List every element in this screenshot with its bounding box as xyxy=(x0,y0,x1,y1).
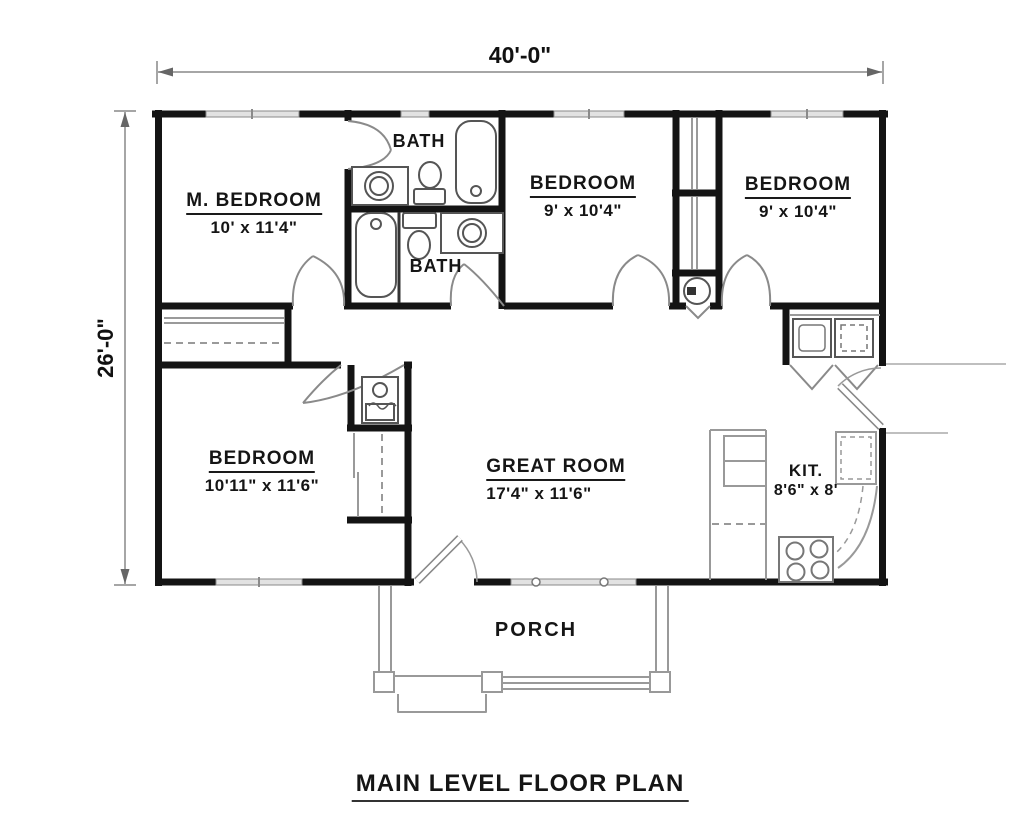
utility-sink-nook xyxy=(361,376,399,424)
water-heater xyxy=(683,277,711,305)
door-bedroom-2 xyxy=(611,254,671,307)
porch-structure xyxy=(373,586,671,713)
windows xyxy=(205,109,844,587)
dimension-height-label: 26'-0" xyxy=(93,318,118,378)
sink-bottom-bath xyxy=(440,212,504,254)
kitchen-fixtures xyxy=(709,429,878,583)
door-master-bedroom xyxy=(291,255,346,307)
window-master-top xyxy=(205,109,300,119)
exterior-walls xyxy=(152,110,888,586)
window-bed3-top xyxy=(770,109,844,119)
porch-post-left xyxy=(373,671,395,693)
plan-title: MAIN LEVEL FLOOR PLAN xyxy=(351,770,689,802)
window-greatroom-bottom xyxy=(510,577,637,587)
arrow-left-icon xyxy=(158,67,173,77)
closets xyxy=(164,118,698,517)
dimension-width-label: 40'-0" xyxy=(488,42,552,68)
room-label-bedroom-4: BEDROOM 10'11" x 11'6" xyxy=(204,448,320,495)
hall-closet xyxy=(164,317,284,344)
room-label-porch: PORCH xyxy=(494,619,578,641)
room-label-bath-top: BATH xyxy=(392,131,446,151)
side-door xyxy=(837,363,1006,434)
counter-curve xyxy=(837,485,878,569)
porch-post-middle xyxy=(481,671,503,693)
toilet-top-bath xyxy=(413,161,446,205)
room-label-great-room: GREAT ROOM 17'4" x 11'6" xyxy=(486,456,626,503)
room-label-bedroom-2: BEDROOM 9' x 10'4" xyxy=(529,173,637,220)
door-hall-bath xyxy=(449,263,505,307)
bathtub-bottom xyxy=(355,212,397,298)
water-heater-closet-door xyxy=(685,305,711,320)
window-bath-top xyxy=(400,110,430,118)
door-bedroom-4 xyxy=(302,364,405,404)
porch-steps xyxy=(397,694,487,713)
arrow-right-icon xyxy=(867,67,882,77)
window-bed2-top xyxy=(553,109,625,119)
bath-fixtures xyxy=(351,120,504,298)
arrow-up-icon xyxy=(120,112,130,127)
window-bed4-bottom xyxy=(215,577,303,587)
bedroom-closet-column xyxy=(691,118,698,269)
pantry-cabinet xyxy=(835,431,877,485)
bathtub-top xyxy=(455,120,497,204)
stove xyxy=(778,536,834,583)
sink-top-bath xyxy=(351,166,409,206)
door-bedroom-3 xyxy=(720,254,772,307)
interior-walls xyxy=(155,110,886,586)
room-label-kitchen: KIT. 8'6" x 8' xyxy=(773,461,839,499)
room-label-bedroom-3: BEDROOM 9' x 10'4" xyxy=(744,174,852,221)
dimension-lines xyxy=(114,61,884,586)
door-master-bath xyxy=(347,120,392,170)
front-door xyxy=(414,535,478,584)
laundry-closet xyxy=(790,314,880,358)
room-label-bath-bottom: BATH xyxy=(409,256,463,276)
arrow-down-icon xyxy=(120,569,130,584)
porch-post-right xyxy=(649,671,671,693)
laundry-bifold-right xyxy=(834,364,879,391)
room-label-master-bedroom: M. BEDROOM 10' x 11'4" xyxy=(186,190,322,237)
laundry-bifold-left xyxy=(789,364,834,391)
toilet-bottom-bath xyxy=(402,212,437,260)
bedroom4-closet xyxy=(353,433,383,517)
